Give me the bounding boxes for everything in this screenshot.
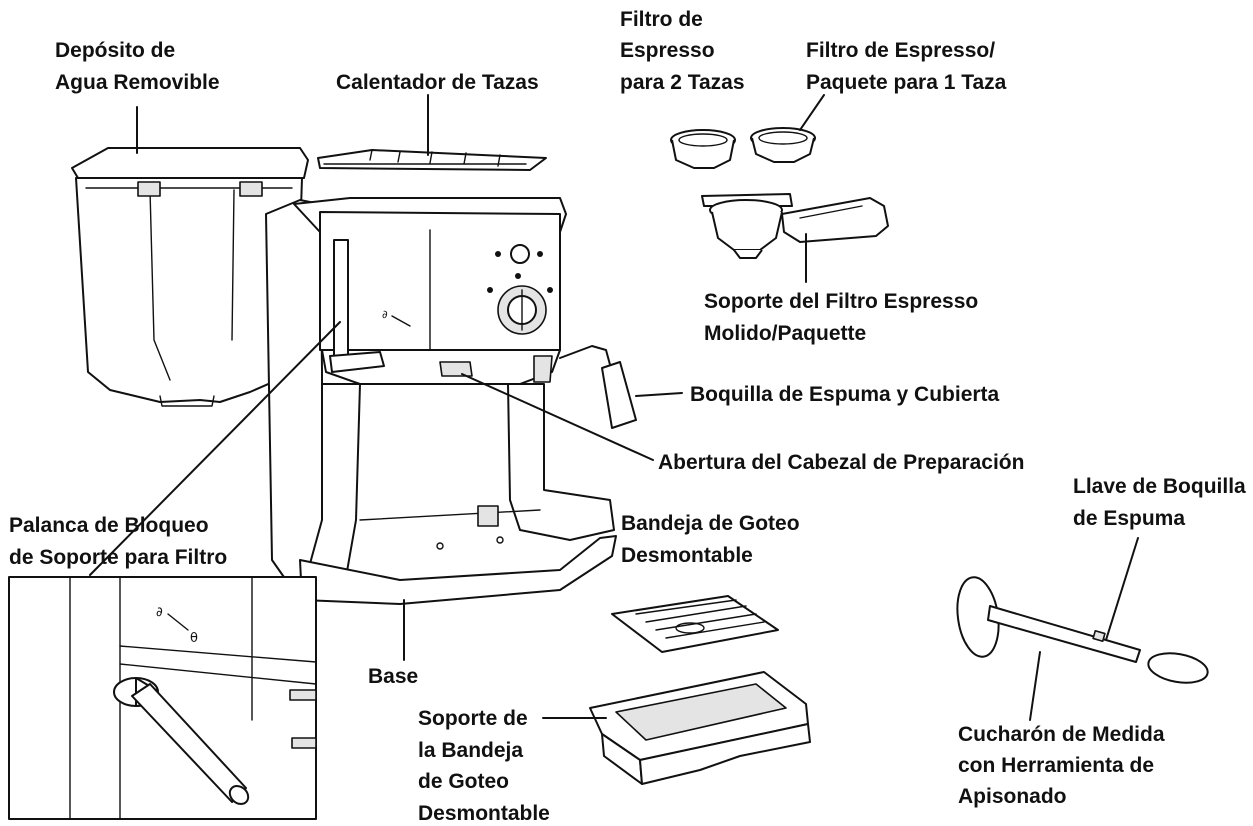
label-brew-head: Abertura del Cabezal de Preparación: [658, 451, 1024, 474]
label-filter-2cup: Filtro de Espresso para 2 Tazas: [620, 8, 745, 94]
drip-tray-cover-illustration: [611, 595, 779, 653]
portafilter-illustration: [701, 193, 889, 259]
leader-lock-lever: [89, 321, 341, 576]
label-water-tank: Depósito de Agua Removible: [55, 39, 220, 94]
label-base: Base: [368, 665, 418, 688]
cup-warmer-illustration: [317, 149, 547, 171]
leader-frothing-nozzle: [635, 392, 683, 397]
lock-lever-detail-inset: ∂ θ: [8, 576, 317, 820]
label-drip-tray: Bandeja de Goteo Desmontable: [621, 512, 805, 567]
leader-scoop: [1029, 651, 1041, 721]
filter-1cup-illustration: [750, 127, 816, 163]
label-portafilter: Soporte del Filtro Espresso Molido/Paque…: [704, 290, 984, 345]
svg-text:θ: θ: [190, 631, 198, 646]
water-tank-illustration: [71, 147, 309, 407]
label-cup-warmer: Calentador de Tazas: [336, 71, 539, 94]
filter-2cup-illustration: [670, 129, 736, 169]
leader-filter-1cup: [799, 94, 825, 131]
svg-text:∂: ∂: [382, 308, 388, 321]
scoop-tamper-illustration: [956, 576, 1209, 684]
leader-nozzle-key: [1105, 537, 1139, 641]
svg-text:∂: ∂: [156, 605, 163, 620]
leader-brew-head: [461, 373, 654, 461]
label-nozzle-key: Llave de Boquilla de Espuma: [1073, 475, 1252, 530]
drip-tray-holder-illustration: [589, 671, 811, 785]
label-frothing-nozzle: Boquilla de Espuma y Cubierta: [690, 383, 1000, 406]
label-scoop: Cucharón de Medida con Herramienta de Ap…: [958, 723, 1170, 808]
label-tray-holder: Soporte de la Bandeja de Goteo Desmontab…: [418, 707, 550, 825]
leader-lines: [89, 94, 1139, 721]
espresso-machine-illustration: ∂: [265, 197, 637, 605]
label-lock-lever: Palanca de Bloqueo de Soporte para Filtr…: [9, 514, 227, 569]
label-filter-1cup: Filtro de Espresso/ Paquete para 1 Taza: [806, 39, 1007, 94]
